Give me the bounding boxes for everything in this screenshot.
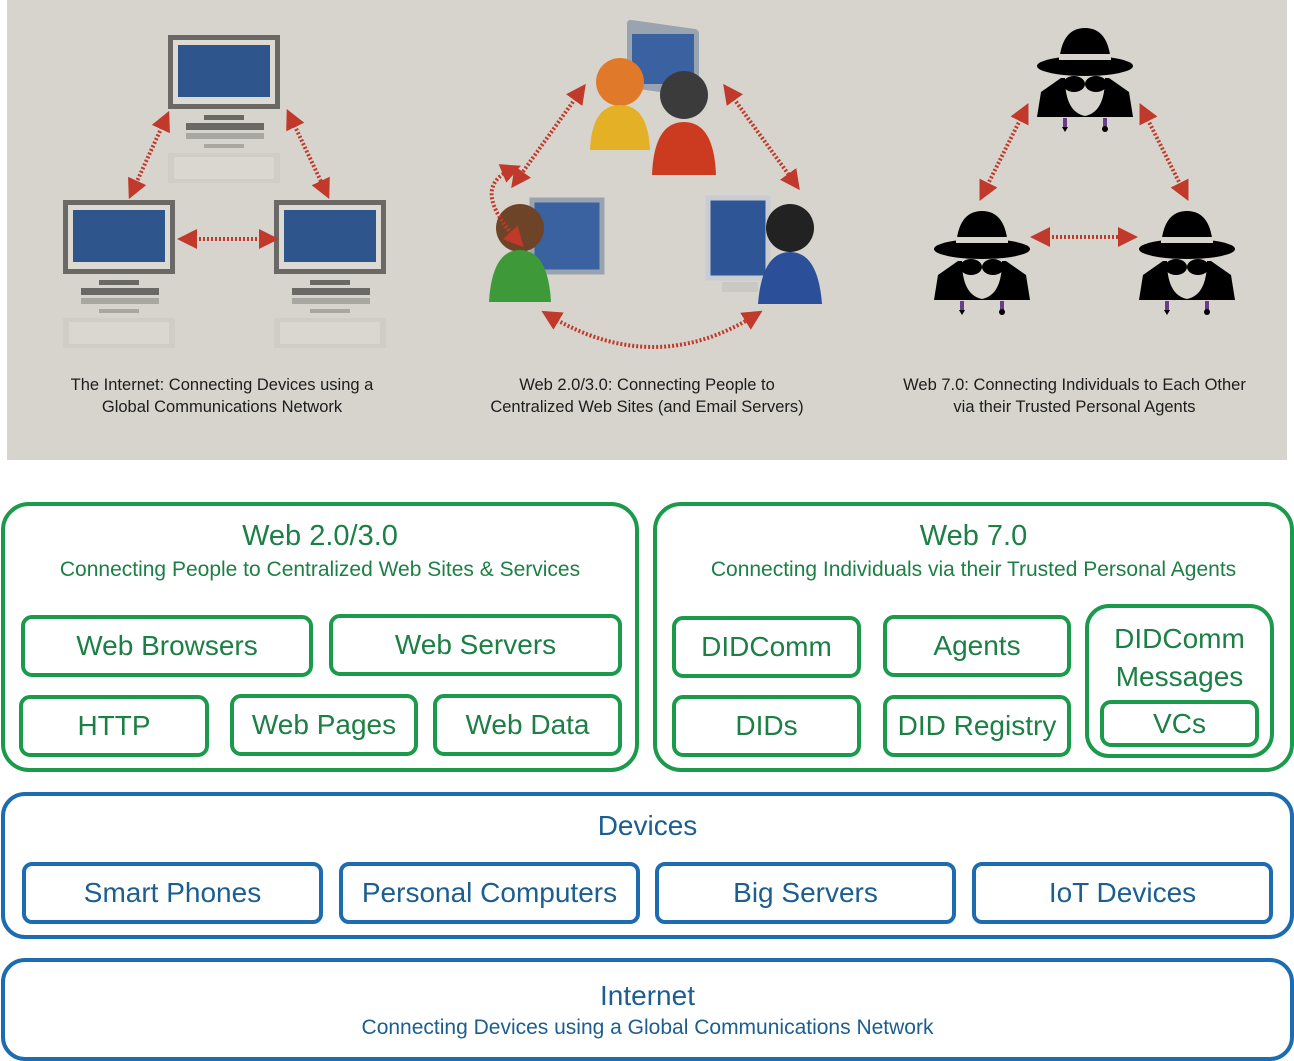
illustration-panel: The Internet: Connecting Devices using a…	[7, 0, 1287, 460]
web-browsers-box: Web Browsers	[21, 615, 313, 677]
computer-icon	[274, 200, 386, 348]
iot-devices-box: IoT Devices	[972, 862, 1273, 924]
internet-subtitle: Connecting Devices using a Global Commun…	[361, 1016, 934, 1039]
smart-phones-box: Smart Phones	[22, 862, 323, 924]
dids-box: DIDs	[672, 695, 861, 757]
person-group-top	[590, 19, 716, 175]
person-left	[489, 197, 605, 302]
web23-subtitle: Connecting People to Centralized Web Sit…	[59, 558, 581, 581]
spy-agent-icon	[1037, 28, 1133, 132]
internet-layer: Internet Connecting Devices using a Glob…	[1, 958, 1294, 1061]
web7-caption: Web 7.0: Connecting Individuals to Each …	[862, 374, 1287, 418]
people-at-computers-icon	[489, 19, 822, 349]
big-servers-box: Big Servers	[655, 862, 956, 924]
web-servers-box: Web Servers	[329, 614, 622, 676]
caption-line: Web 2.0/3.0: Connecting People to	[519, 376, 775, 394]
web7-subtitle: Connecting Individuals via their Trusted…	[710, 558, 1237, 581]
caption-line: Web 7.0: Connecting Individuals to Each …	[903, 376, 1246, 394]
internet-illustration: The Internet: Connecting Devices using a…	[7, 0, 437, 460]
vcs-box: VCs	[1100, 700, 1259, 747]
did-registry-box: DID Registry	[883, 695, 1071, 757]
web23-illustration: Web 2.0/3.0: Connecting People to Centra…	[432, 0, 862, 460]
spy-agents-icon	[934, 28, 1235, 315]
web7-title: Web 7.0	[919, 520, 1028, 552]
web-data-box: Web Data	[433, 694, 622, 756]
http-box: HTTP	[19, 695, 209, 757]
spy-agent-icon	[934, 211, 1030, 315]
person-right	[705, 195, 822, 304]
messages-line: Messages	[1115, 661, 1244, 692]
spy-agent-icon	[1139, 211, 1235, 315]
computer-icon	[63, 200, 175, 348]
didcomm-messages-label: DIDComm Messages	[1089, 620, 1270, 696]
devices-title: Devices	[597, 810, 698, 841]
web-pages-box: Web Pages	[230, 694, 418, 756]
internet-caption: The Internet: Connecting Devices using a…	[7, 374, 437, 418]
web7-illustration: Web 7.0: Connecting Individuals to Each …	[862, 0, 1287, 460]
messages-line: DIDComm	[1114, 623, 1245, 654]
caption-line: via their Trusted Personal Agents	[953, 398, 1196, 416]
agents-box: Agents	[883, 615, 1071, 677]
internet-title: Internet	[600, 980, 695, 1011]
web23-title: Web 2.0/3.0	[242, 520, 398, 552]
personal-computers-box: Personal Computers	[339, 862, 640, 924]
didcomm-box: DIDComm	[672, 616, 861, 678]
caption-line: Centralized Web Sites (and Email Servers…	[490, 398, 804, 416]
caption-line: Global Communications Network	[101, 398, 343, 416]
computer-icon	[168, 35, 280, 183]
networked-computers-icon	[63, 35, 386, 348]
web23-caption: Web 2.0/3.0: Connecting People to Centra…	[432, 374, 862, 418]
caption-line: The Internet: Connecting Devices using a	[70, 376, 374, 394]
